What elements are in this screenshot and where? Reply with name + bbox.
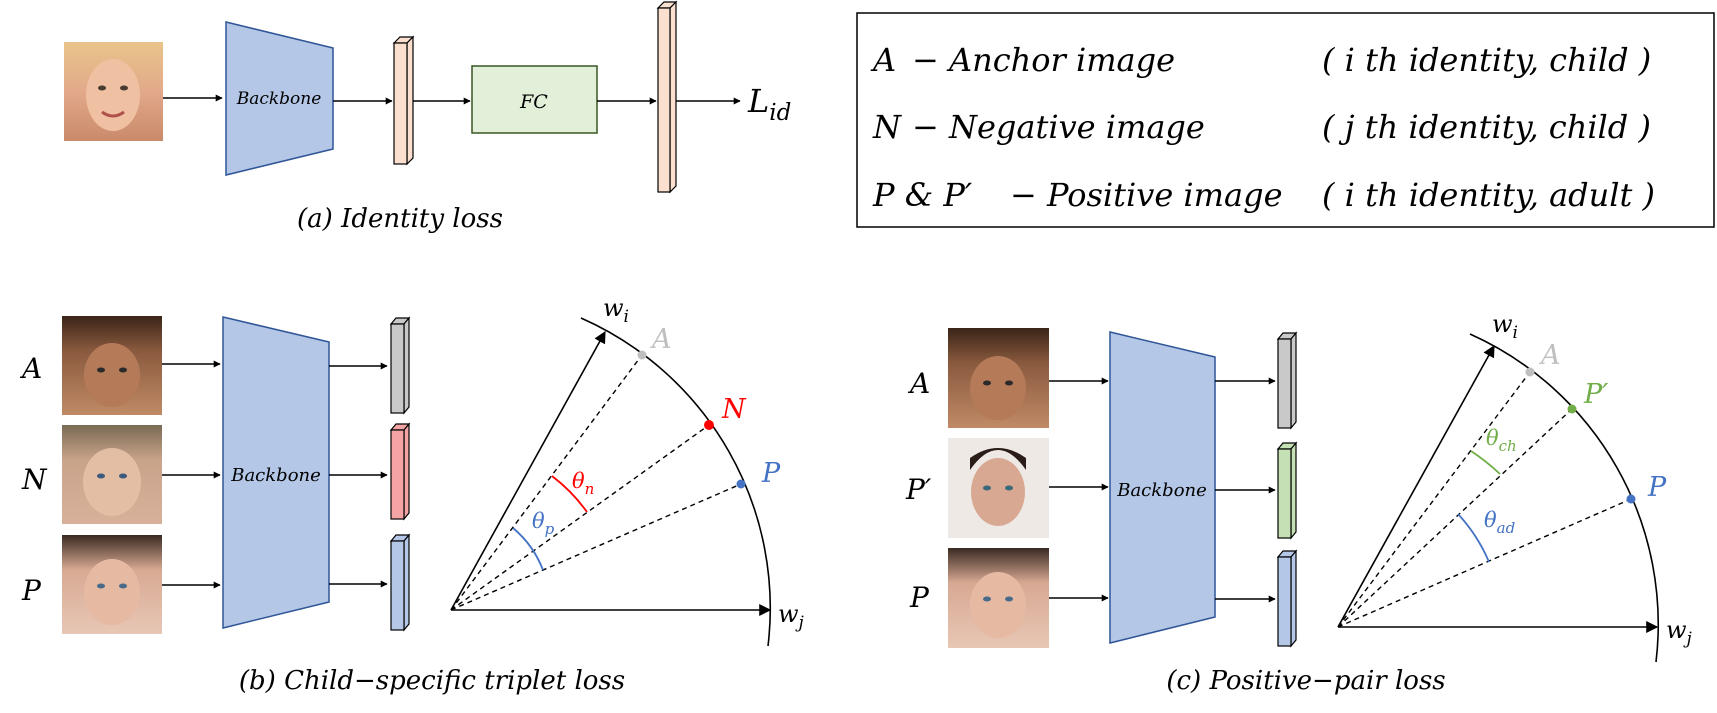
angle-label-theta-ch: θch [1486,426,1517,455]
legend-box: A − Anchor image ( i th identity, child … [856,12,1715,228]
point-label-positive-prime: P′ [1583,379,1608,410]
legend-negative-desc: − Negative image [912,108,1205,146]
feature-bar-negative [389,422,411,521]
backbone-label: Backbone [236,89,322,109]
hypersphere-arc [1469,333,1659,663]
legend-anchor-symbol: A [870,41,896,79]
angular-feature-space-c [1337,333,1659,663]
backbone-trapezoid [225,21,334,176]
legend-positive-tag: ( i th identity, adult ) [1322,176,1655,214]
point-positive-prime [1567,404,1577,414]
row-label-n: N [21,463,48,496]
angle-label-theta-ad: θad [1484,508,1515,537]
caption-b: (b) Child−specific triplet loss [239,666,625,696]
axis-label-wi: wi [1492,310,1518,343]
hypersphere-arc [580,317,772,647]
row-label-p: P [21,574,42,607]
feature-bar-positive [389,533,411,632]
backbone-trapezoid [222,316,330,629]
angle-label-theta-n: θn [572,469,594,498]
legend-negative-tag: ( j th identity, child ) [1322,108,1651,146]
row-label-a: A [907,367,930,400]
row-label-p-prime: P′ [905,473,932,506]
feature-bar-positive-prime [1276,441,1298,540]
face-photo-anchor-child [948,328,1049,428]
point-anchor [637,350,647,360]
legend-anchor-tag: ( i th identity, child ) [1322,41,1651,79]
fc-layer-box [471,65,598,134]
panel-c-positive-pair-loss: A P′ P Backbone [905,310,1693,696]
point-label-positive: P [1647,472,1667,503]
face-photo-woman [64,42,163,141]
angle-arc-theta-ad [1457,513,1490,563]
angle-arc-theta-ch [1470,450,1501,475]
angle-arc-theta-p [512,527,544,571]
face-photo-positive-adult [948,548,1049,648]
legend-positive-symbol: P & P′ [872,176,973,214]
angle-arc-theta-n [551,475,588,513]
angle-label-theta-p: θp [532,509,555,538]
point-label-anchor: A [649,324,672,355]
face-photo-negative-child [62,425,162,524]
feature-vector-bar [392,35,415,166]
row-label-a: A [19,352,42,385]
angular-feature-space-b [450,317,772,647]
point-label-anchor: A [1538,340,1561,371]
point-negative [704,420,714,430]
face-photo-anchor-child [62,316,162,415]
feature-bar-anchor [389,316,411,415]
point-positive [1626,494,1636,504]
feature-bar-anchor [1276,331,1298,430]
backbone-trapezoid [1109,331,1216,644]
axis-label-wi: wi [603,294,629,327]
legend-positive-desc: − Positive image [1010,176,1283,214]
caption-a: (a) Identity loss [297,204,503,234]
fc-label: FC [519,91,548,113]
point-label-positive: P [761,458,781,489]
face-photo-positive-prime-adult [948,438,1049,538]
face-photo-positive-adult [62,535,162,634]
point-anchor [1525,367,1535,377]
caption-c: (c) Positive−pair loss [1166,666,1445,696]
backbone-label: Backbone [230,465,321,486]
legend-anchor-desc: − Anchor image [912,41,1175,79]
feature-bar-positive [1276,549,1298,648]
point-positive [736,479,746,489]
axis-label-wj: wj [778,600,805,633]
panel-b-triplet-loss: A N P Backbone [19,294,805,696]
logits-vector-bar [656,0,678,194]
panel-a-identity-loss: Backbone FC Lid (a) Identity loss [64,0,791,234]
legend-negative-symbol: N [872,108,902,146]
identity-loss-symbol: Lid [747,82,791,126]
backbone-label: Backbone [1116,480,1207,501]
axis-label-wj: wj [1666,616,1693,649]
point-label-negative: N [721,394,747,425]
row-label-p: P [909,581,930,614]
